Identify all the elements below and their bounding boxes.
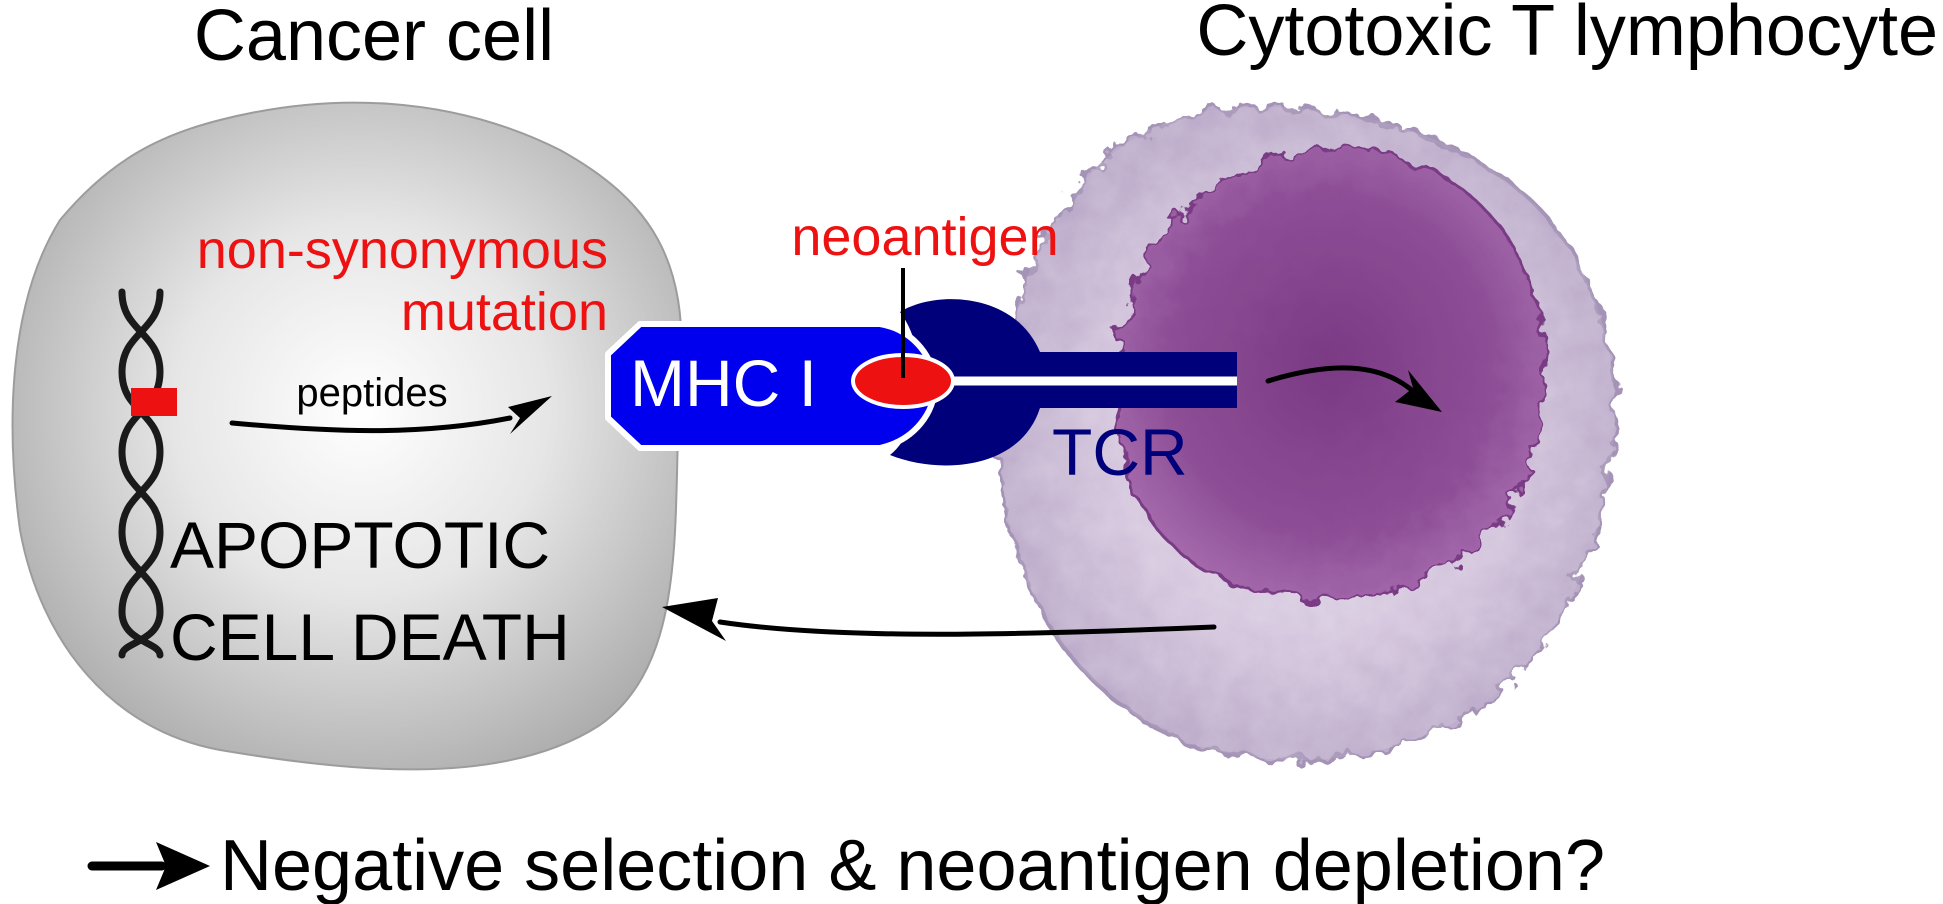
t-cell-title: Cytotoxic T lymphocyte: [1196, 0, 1938, 71]
neoantigen-label: neoantigen: [791, 207, 1058, 267]
dna-helix: [118, 288, 164, 659]
footer-question: Negative selection & neoantigen depletio…: [220, 826, 1605, 904]
t-cell: [998, 105, 1617, 762]
t-cell-nucleus: [1113, 148, 1547, 600]
peptides-arrowhead: [508, 396, 552, 434]
mutation-marker: [131, 388, 177, 416]
mhc-label: MHC I: [630, 346, 817, 420]
cancer-cell-title: Cancer cell: [194, 0, 554, 76]
mutation-label-line1: non-synonymous: [197, 220, 608, 280]
killing-arrowhead: [662, 598, 726, 641]
apoptotic-label-line1: APOPTOTIC: [170, 508, 550, 582]
footer-arrow: [87, 842, 210, 890]
cancer-cell-body: [11, 101, 683, 771]
tcr-signal-arrow: [1265, 365, 1417, 395]
tcr-label: TCR: [1052, 415, 1188, 489]
tcr-signal-arrowhead: [1395, 370, 1442, 412]
mutation-label-line2: mutation: [401, 282, 608, 342]
peptides-arrow: [229, 415, 513, 434]
apoptotic-label-line2: CELL DEATH: [170, 600, 570, 674]
peptides-label: peptides: [296, 371, 447, 415]
killing-arrow: [717, 619, 1217, 637]
